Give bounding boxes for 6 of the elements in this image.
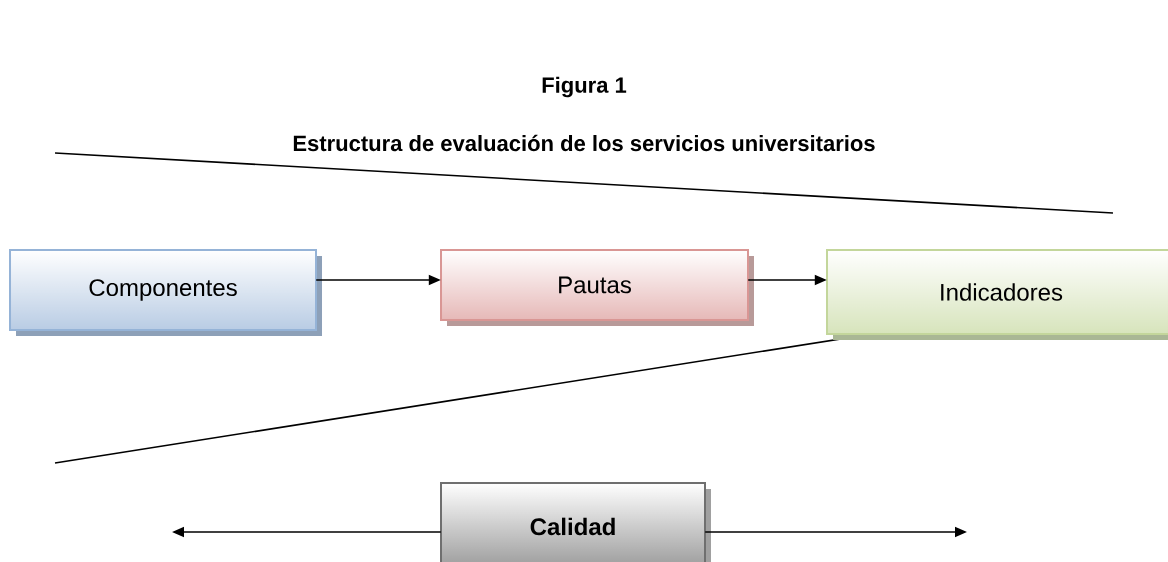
quality-box: Calidad xyxy=(440,482,711,562)
process-box: Indicadores xyxy=(826,249,1168,340)
process-box: Componentes xyxy=(9,249,322,336)
figure-caption: Estructura de evaluación de los servicios universitarios xyxy=(293,134,875,152)
process-box: Pautas xyxy=(440,249,754,326)
figure-title: Figura 1 xyxy=(542,76,627,98)
